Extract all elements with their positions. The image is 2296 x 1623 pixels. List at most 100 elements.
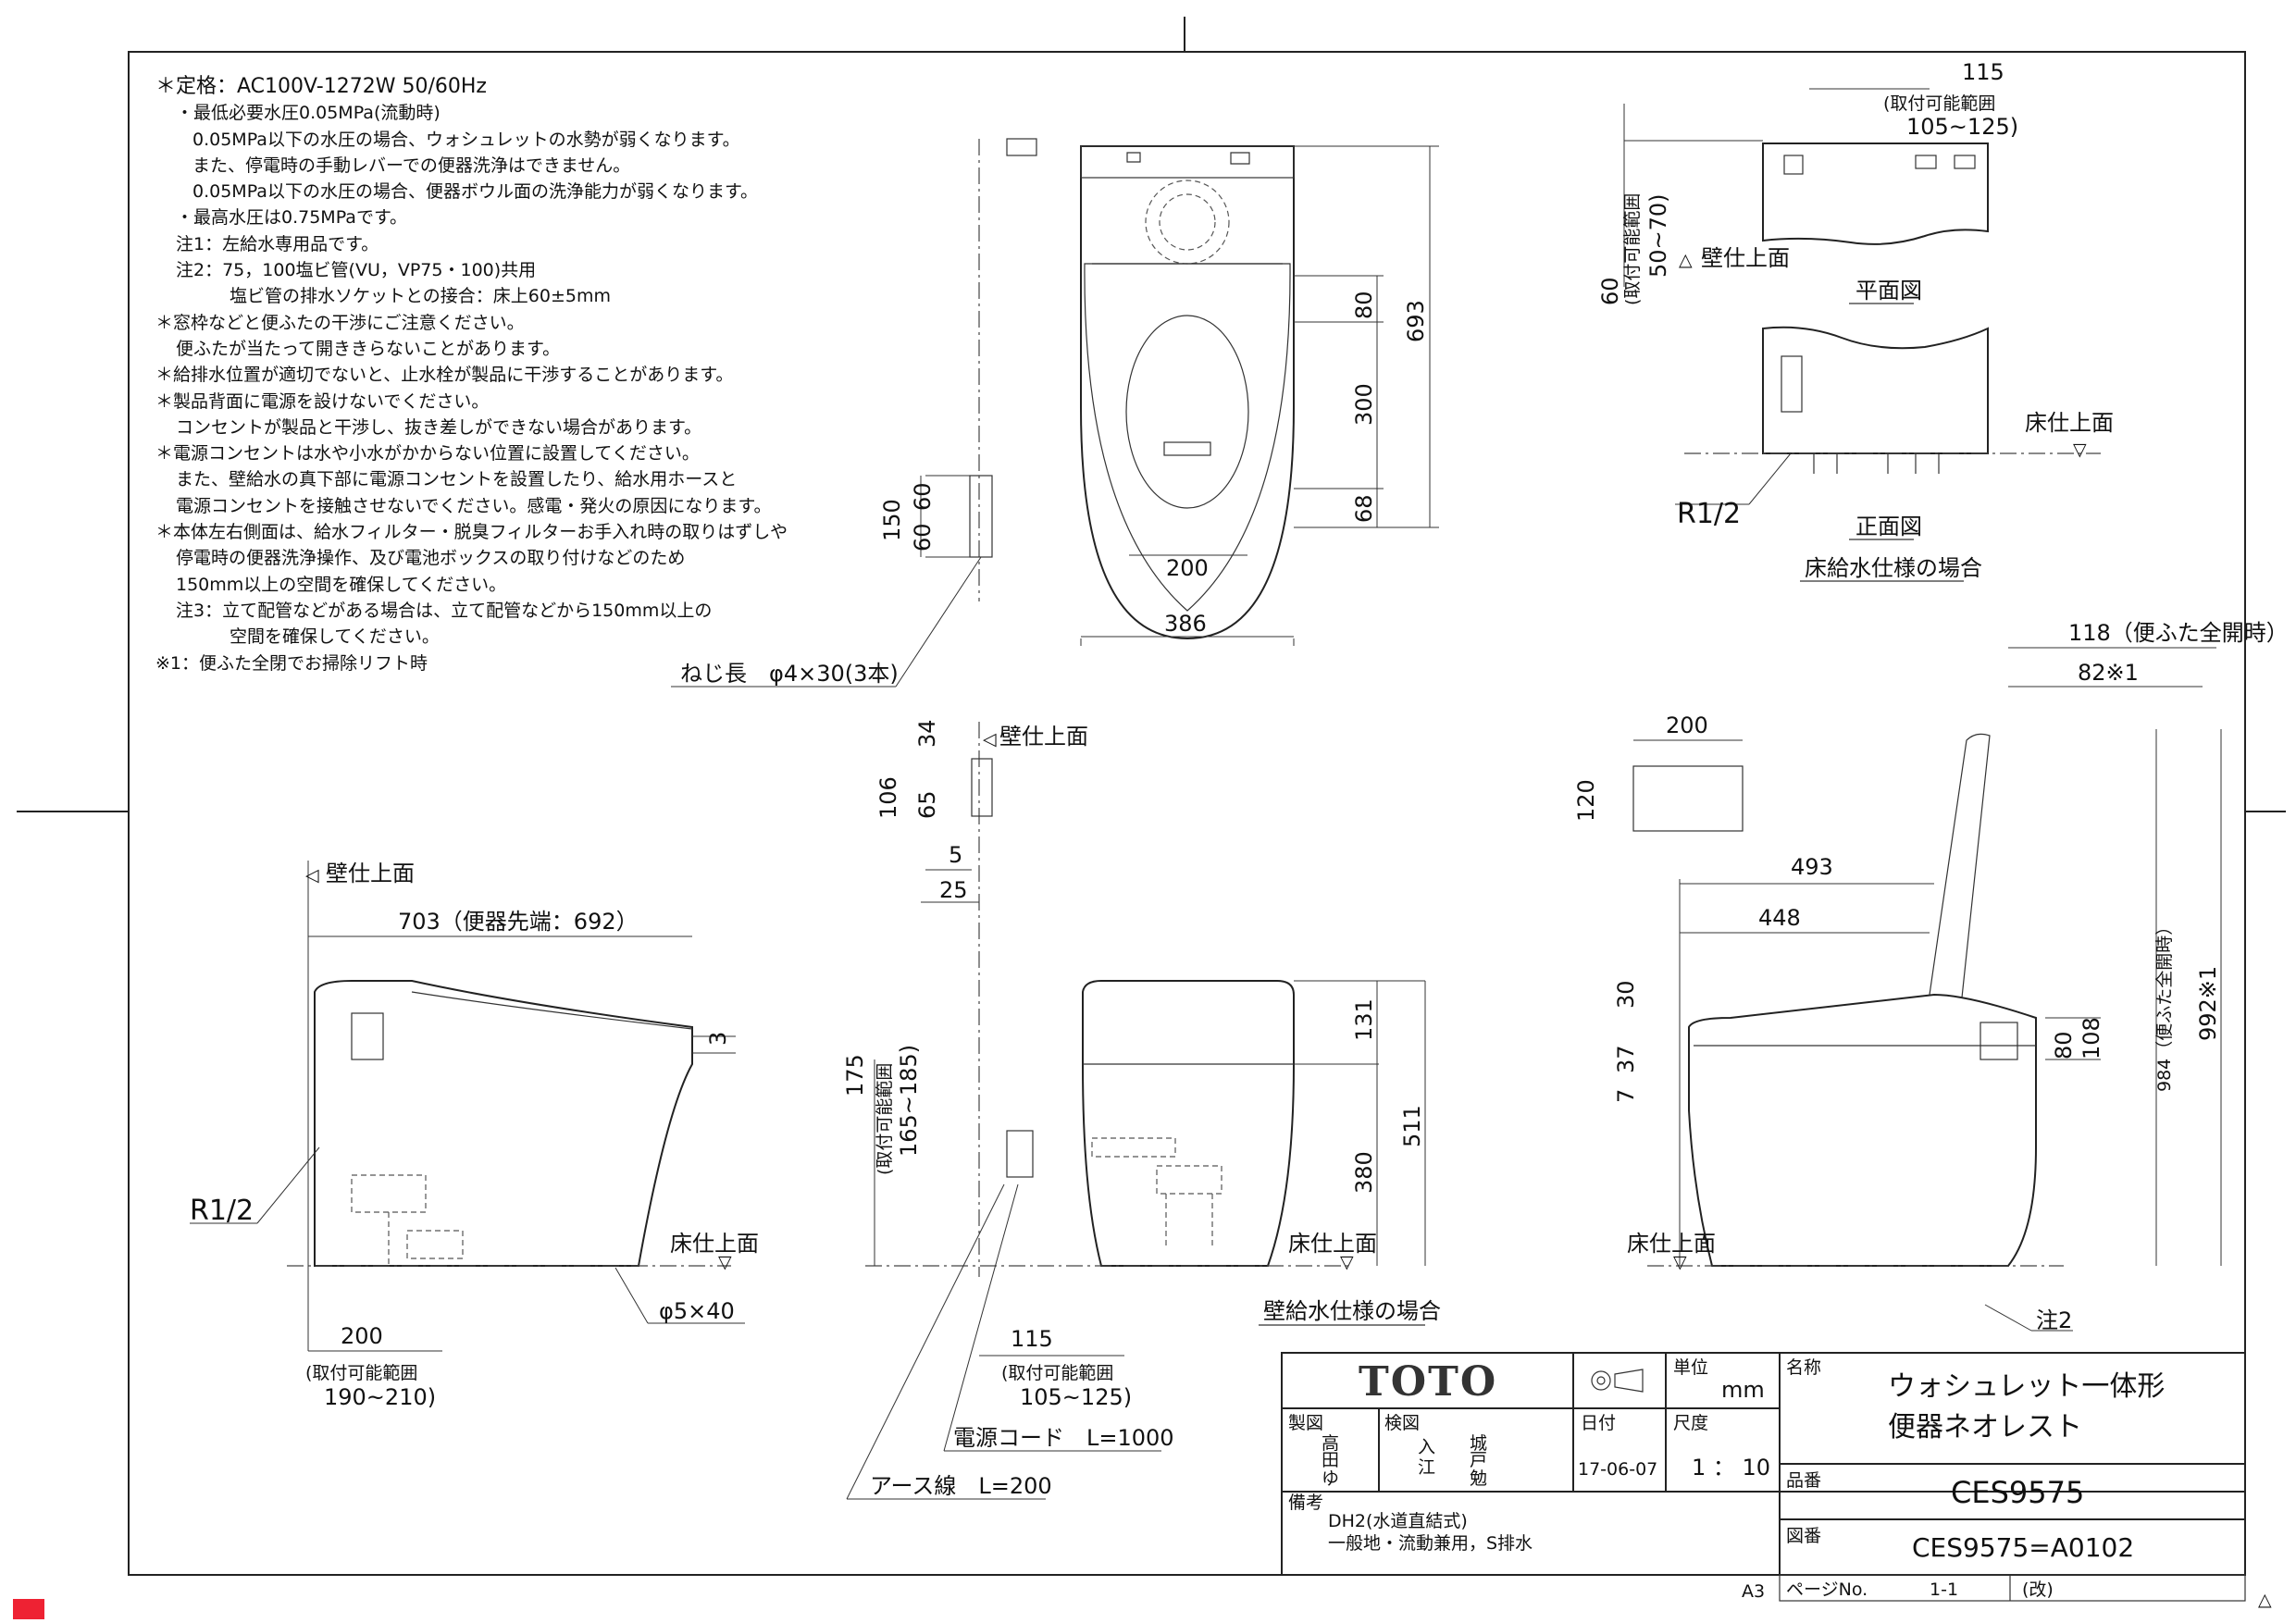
checked-by-1: 入: [1418, 1437, 1435, 1457]
remarks-2: 一般地・流動兼用，S排水: [1328, 1533, 1533, 1554]
note-line: 150mm以上の空間を確保してください。: [176, 574, 507, 595]
page-label: ページNo.: [1786, 1580, 1868, 1600]
svg-text:△: △: [1679, 250, 1693, 270]
checked-by-4: 戸: [1470, 1450, 1487, 1470]
dim-984: 984（便ふた全開時）: [2154, 918, 2175, 1092]
date-label: 日付: [1581, 1413, 1616, 1433]
unit-value: mm: [1721, 1377, 1765, 1403]
scale-label: 尺度: [1673, 1413, 1708, 1433]
earth-wire-label: アース線 L=200: [870, 1473, 1052, 1499]
drawn-by-3: ゆ: [1322, 1468, 1339, 1489]
checked-by-2: 江: [1418, 1457, 1435, 1478]
note-line: 0.05MPa以下の水圧の場合、便器ボウル面の洗浄能力が弱くなります。: [192, 181, 759, 203]
note-line: ・最低必要水圧0.05MPa(流動時): [176, 103, 441, 124]
dim-37: 37: [1613, 1045, 1639, 1073]
dim-118-lid: 118（便ふた全開時）: [2068, 620, 2289, 646]
r12-front: R1/2: [1677, 498, 1741, 530]
note-line: ・最高水圧は0.75MPaです。: [176, 207, 408, 229]
name-label: 名称: [1786, 1357, 1821, 1378]
dim-115-top: 115: [1962, 59, 2004, 85]
floor-surface-front: 床仕上面: [2025, 410, 2114, 436]
scale-value: 1 ： 10: [1692, 1455, 1770, 1481]
remarks-label: 備考: [1288, 1493, 1323, 1513]
corner-logo-icon: [13, 1599, 44, 1619]
note-line: 塩ビ管の排水ソケットとの接合：床上60±5mm: [230, 286, 612, 307]
product-name-2: 便器ネオレスト: [1888, 1411, 2082, 1443]
svg-text:▽: ▽: [1673, 1252, 1687, 1272]
svg-text:▽: ▽: [2073, 440, 2087, 460]
sheet-border: [128, 51, 2246, 1576]
r12-side: R1/2: [190, 1195, 254, 1227]
dim-60-b: 60: [910, 523, 936, 551]
dim-108: 108: [2079, 1017, 2104, 1059]
plan-view-floor-supply: 115 (取付可能範囲 105~125) 60 (取付可能範囲 50~70) △…: [1597, 59, 2114, 582]
wall-surface-left: 壁仕上面: [326, 861, 415, 886]
dim-80: 80: [1351, 291, 1377, 319]
dim-60-a: 60: [910, 482, 936, 511]
drawing-number: CES9575=A0102: [1912, 1532, 2134, 1563]
top-plan-view: 693 80 300 68 200 386: [978, 138, 1439, 646]
note-line: ＊給排水位置が適切でないと、止水栓が製品に干渉することがあります。: [155, 365, 734, 386]
dim-511: 511: [1399, 1105, 1425, 1147]
remote-box: [1006, 1130, 1034, 1178]
note-line: 停電時の便器洗浄操作、及び電池ボックスの取り付けなどのため: [176, 548, 686, 569]
dim-68: 68: [1351, 494, 1377, 523]
range-label-center2: (取付可能範囲: [1001, 1363, 1113, 1383]
svg-text:▽: ▽: [1340, 1252, 1354, 1272]
checked-by-3: 城: [1470, 1433, 1487, 1454]
dim-200-left: 200: [341, 1323, 383, 1349]
note-line: コンセントが製品と干渉し、抜き差しができない場合があります。: [176, 416, 702, 438]
wall-surface-center: 壁仕上面: [999, 724, 1088, 750]
note-line: ＊製品背面に電源を設けないでください。: [155, 390, 490, 412]
note2-label: 注2: [2036, 1307, 2072, 1333]
dim-200-top: 200: [1166, 555, 1209, 581]
dim-82: 82※1: [2078, 660, 2139, 686]
note-line: ＊窓枠などと便ふたの干渉にご注意ください。: [155, 312, 525, 333]
range-190-210: 190~210): [324, 1384, 436, 1410]
note-line: 電源コンセントを接触させないでください。感電・発火の原因になります。: [176, 495, 772, 516]
note-line: 注3：立て配管などがある場合は、立て配管などから150mm以上の: [176, 600, 713, 621]
checked-label: 検図: [1384, 1413, 1420, 1433]
remarks-1: DH2(水道直結式): [1328, 1511, 1468, 1531]
sheet-size: A3: [1742, 1581, 1765, 1602]
toto-logo: TOTO: [1359, 1358, 1497, 1406]
dim-693: 693: [1403, 300, 1429, 342]
dim-5: 5: [949, 842, 962, 868]
range-label-top: (取付可能範囲: [1883, 93, 1995, 114]
plan-view-title: 平面図: [1855, 278, 1922, 304]
range-105-125-center: 105~125): [1020, 1384, 1132, 1410]
range-105-125-top: 105~125): [1906, 114, 2018, 140]
date-value: 17-06-07: [1578, 1459, 1657, 1480]
part-number: CES9575: [1951, 1475, 2084, 1510]
wall-bracket-top: [1006, 138, 1037, 156]
range-50-70: 50~70): [1645, 193, 1671, 278]
triangle-mark: △: [2258, 1590, 2272, 1610]
remote-control: [1632, 765, 1744, 832]
svg-text:◁: ◁: [983, 729, 997, 750]
note-line: ＊定格：AC100V-1272W 50/60Hz: [155, 75, 487, 98]
dim-448: 448: [1758, 905, 1801, 931]
power-cord-label: 電源コード L=1000: [953, 1425, 1174, 1451]
note-line: 空間を確保してください。: [230, 626, 440, 648]
floor-surface-right: 床仕上面: [1627, 1231, 1716, 1257]
dim-175: 175: [842, 1054, 868, 1096]
note-line: ＊本体左右側面は、給水フィルター・脱臭フィルターお手入れ時の取りはずしや: [155, 522, 788, 543]
dim-30: 30: [1613, 980, 1639, 1009]
floor-surface-left: 床仕上面: [670, 1231, 759, 1257]
dim-992: 992※1: [2195, 966, 2221, 1041]
floor-surface-center: 床仕上面: [1288, 1231, 1377, 1257]
product-name-1: ウォシュレット一体形: [1888, 1370, 2165, 1403]
front-view-title: 正面図: [1855, 514, 1922, 539]
dim-120: 120: [1573, 779, 1599, 822]
drawing-label: 図番: [1786, 1526, 1821, 1546]
title-block: TOTO 単位 mm 名称 ウォシュレット一体形 便器ネオレスト 製図 高 田 …: [1281, 1352, 2246, 1602]
note-line: また、停電時の手動レバーでの便器洗浄はできません。: [192, 155, 631, 176]
checked-by-5: 勉: [1470, 1468, 1487, 1489]
dim-7: 7: [1613, 1089, 1639, 1103]
svg-text:◁: ◁: [305, 865, 319, 886]
dim-493: 493: [1791, 854, 1833, 880]
note-line: ＊電源コンセントは水や小水がかからない位置に設置してください。: [155, 443, 700, 465]
side-view-left: ◁ 壁仕上面 703（便器先端：692） 3 床仕上面 ▽ R1/2 φ5×40…: [190, 861, 759, 1410]
floor-supply-label: 床給水仕様の場合: [1805, 555, 1982, 581]
